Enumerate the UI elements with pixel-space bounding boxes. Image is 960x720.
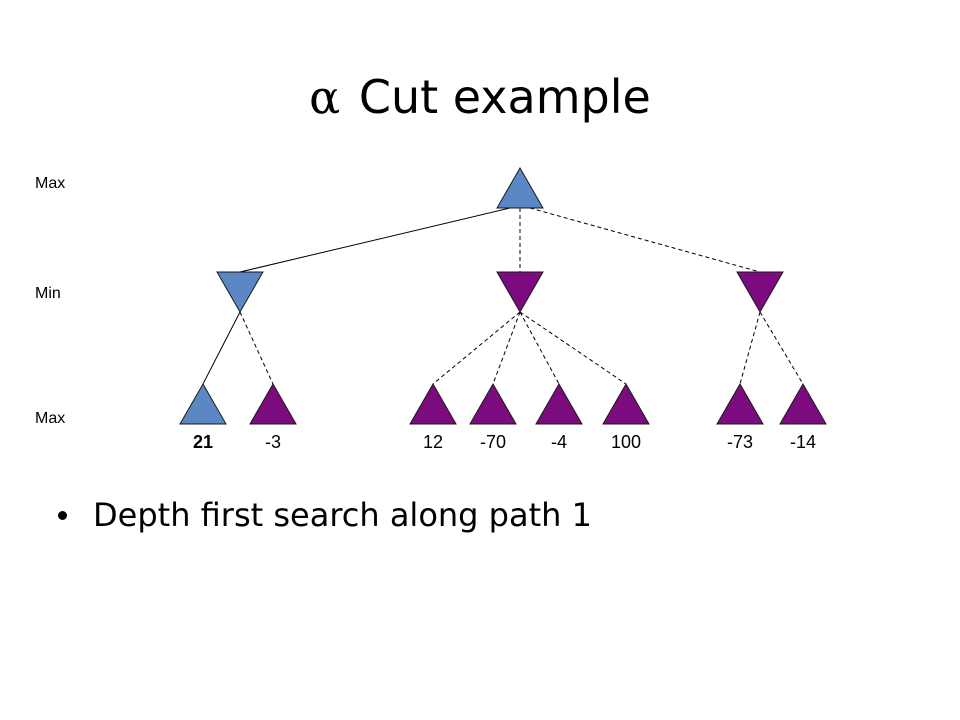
leaf-max-node-1-1 <box>179 382 227 425</box>
leaf-max-node-1-2 <box>249 382 297 425</box>
edge-min-3-to-leaf-2 <box>759 311 804 385</box>
min-node-1 <box>216 271 264 314</box>
leaf-value-1-2: -3 <box>264 432 281 452</box>
leaf-value-2-3: -4 <box>550 432 567 452</box>
edge-min-2-to-leaf-1 <box>432 311 521 385</box>
leaf-value-1-1: 21 <box>192 432 214 452</box>
edge-min-2-to-leaf-2 <box>492 311 521 385</box>
title-text: Cut example <box>358 70 651 124</box>
tree-edges <box>202 207 804 385</box>
tree-nodes <box>179 166 827 425</box>
leaf-max-node-2-1 <box>409 382 457 425</box>
leaf-value-3-1: -73 <box>726 432 753 452</box>
bullet-text: Depth first search along path 1 <box>93 496 592 534</box>
edge-root-to-min-1 <box>239 207 511 273</box>
bullet-item: Depth first search along path 1 <box>58 490 592 540</box>
leaf-max-node-2-4 <box>602 382 650 425</box>
min-node-3 <box>736 271 784 314</box>
level-label-top: Max <box>35 175 66 192</box>
edge-min-2-to-leaf-3 <box>519 311 560 385</box>
leaf-max-node-2-2 <box>469 382 517 425</box>
leaf-value-2-1: 12 <box>422 432 444 452</box>
edge-min-1-to-leaf-2 <box>239 311 274 385</box>
leaf-value-2-2: -70 <box>479 432 506 452</box>
edge-min-1-to-leaf-1 <box>202 311 241 385</box>
edge-root-to-min-3 <box>529 207 761 273</box>
slide-title: α Cut example <box>0 62 960 132</box>
leaf-value-2-4: 100 <box>610 432 642 452</box>
level-label-bottom: Max <box>35 410 66 427</box>
edge-min-3-to-leaf-1 <box>739 311 761 385</box>
level-label-middle: Min <box>35 285 61 302</box>
leaf-max-node-2-3 <box>535 382 583 425</box>
min-node-2 <box>496 271 544 314</box>
root-max-node <box>496 166 544 209</box>
leaf-max-node-3-2 <box>779 382 827 425</box>
bullet-dot <box>58 510 67 520</box>
edge-min-2-to-leaf-4 <box>519 311 627 385</box>
leaf-value-3-2: -14 <box>789 432 816 452</box>
leaf-max-node-3-1 <box>716 382 764 425</box>
alpha-symbol: α <box>309 70 341 124</box>
